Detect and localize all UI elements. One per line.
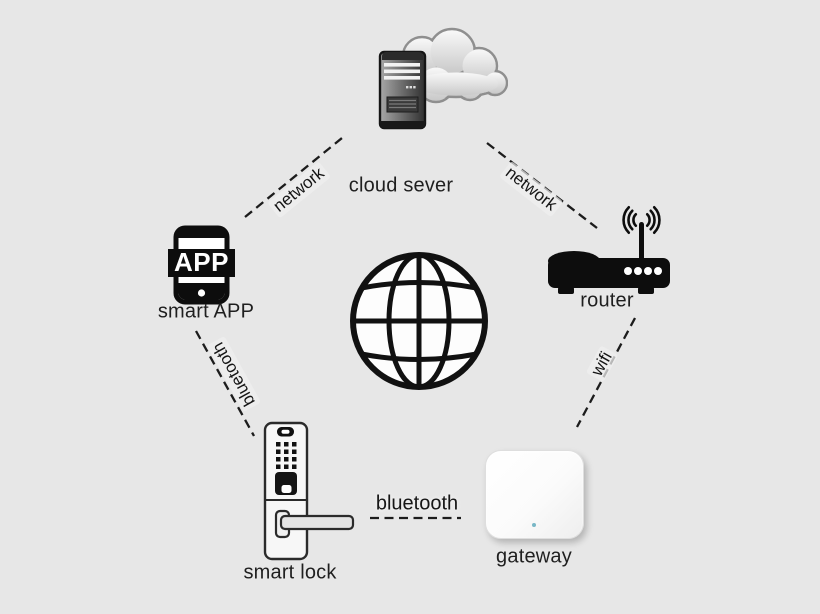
cloud-server-icon <box>358 26 508 136</box>
link-lock-gateway-label: bluetooth <box>375 492 459 515</box>
lock-peephole <box>277 427 294 437</box>
app-badge: APP <box>168 247 235 277</box>
globe-icon <box>345 247 495 397</box>
cloud-server-label: cloud sever <box>348 174 454 197</box>
wifi-waves-icon <box>622 206 661 234</box>
gateway-icon <box>485 450 584 539</box>
lock-keypad <box>276 442 297 469</box>
lock-fingerprint-reader <box>275 472 297 495</box>
router-body <box>548 222 670 294</box>
link-app-lock-line <box>194 330 256 437</box>
lock-handle <box>274 509 355 539</box>
link-cloud-router-line <box>486 142 598 229</box>
router-label: router <box>580 289 634 312</box>
smart-lock-icon <box>255 418 370 568</box>
smart-lock-label: smart lock <box>243 561 337 584</box>
link-app-cloud-line <box>244 137 343 218</box>
gateway-label: gateway <box>496 545 572 568</box>
router-led-dots <box>624 267 662 275</box>
router-icon <box>540 205 690 300</box>
gateway-led <box>532 523 536 527</box>
server-tower <box>378 50 427 130</box>
smart-app-label: smart APP <box>157 300 255 323</box>
home-button <box>197 289 206 297</box>
smart-app-icon: APP <box>158 220 253 310</box>
app-badge-text: APP <box>174 247 229 277</box>
router-antenna <box>639 222 644 264</box>
